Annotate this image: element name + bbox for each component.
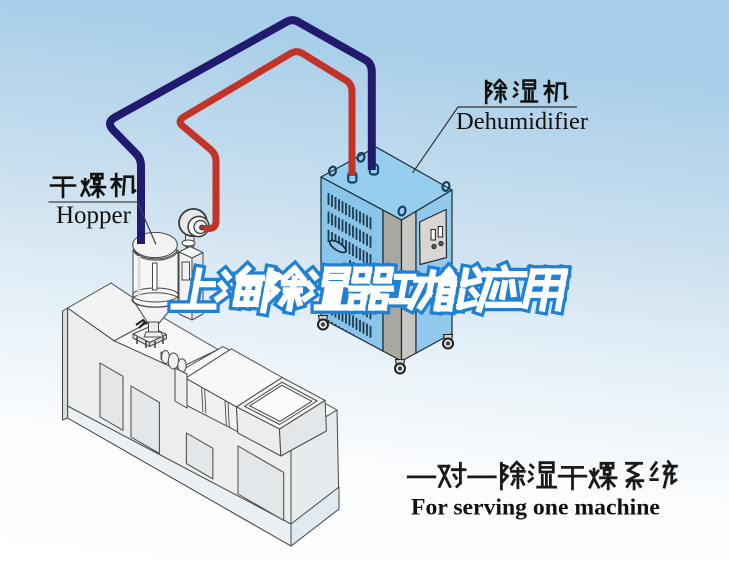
svg-text:Dehumidifier: Dehumidifier [456,108,588,135]
svg-text:For serving one machine: For serving one machine [411,495,660,521]
svg-text:Hopper: Hopper [56,202,132,229]
